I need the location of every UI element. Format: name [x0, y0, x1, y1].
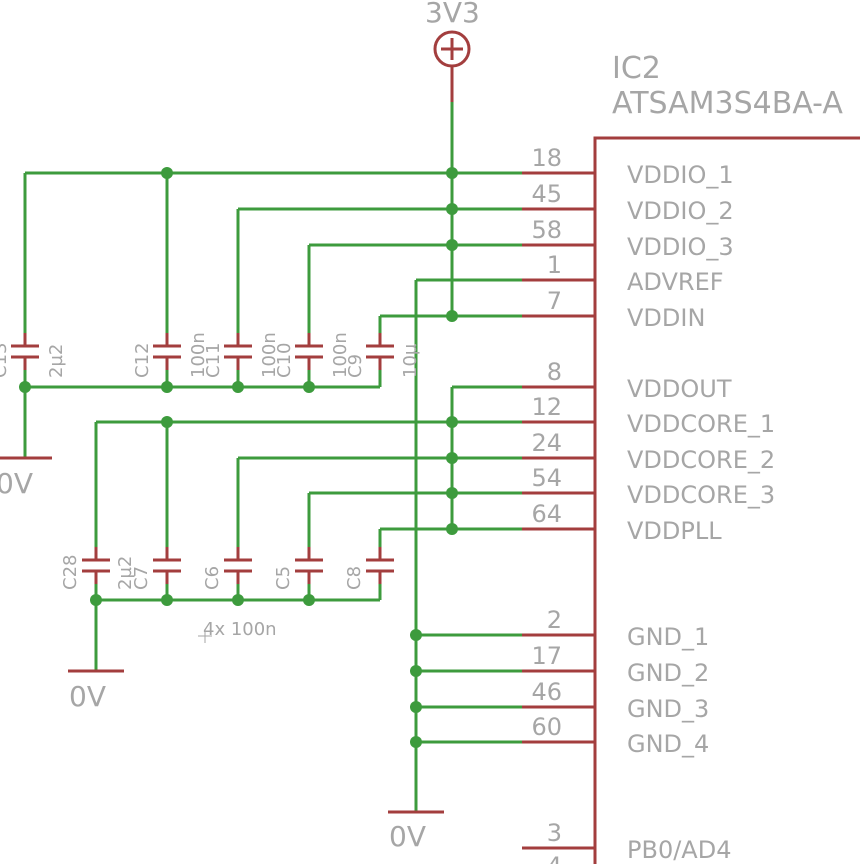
- supply-3v3-symbol: [433, 30, 471, 102]
- pin-name: GND_1: [627, 623, 709, 651]
- capacitor-value-label: 2µ2: [115, 556, 136, 590]
- pin-number: 12: [531, 393, 562, 421]
- ground-label-top: 0V: [0, 467, 33, 500]
- capacitor-ref-label: C10: [274, 343, 295, 378]
- pin-number: 7: [547, 287, 562, 315]
- capacitor-value-label: 100n: [330, 332, 351, 378]
- capacitor-c9: [366, 333, 394, 370]
- pin-number: 3: [547, 819, 562, 847]
- capacitor-c5: [295, 547, 323, 584]
- pin-name: GND_2: [627, 659, 709, 687]
- capacitor-value-label: 2µ2: [46, 344, 67, 378]
- capacitor-c10: [295, 333, 323, 370]
- capacitor-ref-label: C9: [345, 354, 366, 378]
- pin-name: VDDIO_3: [627, 233, 734, 261]
- ground-label-bottom: 0V: [389, 820, 426, 853]
- capacitor-ref-label: C8: [344, 566, 365, 590]
- capacitor-group-note: 4x 100n: [203, 619, 277, 640]
- pin-name: VDDIO_1: [627, 161, 734, 189]
- pin-number: 60: [531, 713, 562, 741]
- capacitor-c13: [11, 333, 39, 370]
- capacitor-c6: [224, 547, 252, 584]
- pin-number: 8: [547, 358, 562, 386]
- pin-number: 17: [531, 642, 562, 670]
- capacitor-ref-label: C7: [131, 566, 152, 590]
- ground-label-mid: 0V: [69, 680, 106, 713]
- pin-name: VDDCORE_3: [627, 481, 775, 509]
- capacitor-ref-label: C11: [203, 343, 224, 378]
- capacitor-ref-label: C5: [273, 566, 294, 590]
- supply-3v3-label: 3V3: [425, 0, 480, 29]
- ic-body-outline: [593, 136, 860, 864]
- capacitor-ref-label: C13: [0, 343, 11, 378]
- junction-dots: [19, 167, 458, 748]
- pin-number: 58: [531, 216, 562, 244]
- pin-number: 46: [531, 678, 562, 706]
- capacitor-c11: [224, 333, 252, 370]
- pin-number: 18: [531, 144, 562, 172]
- pin-number: 1: [547, 251, 562, 279]
- capacitor-c28: [82, 547, 110, 584]
- capacitor-value-label: 10µ: [400, 343, 421, 378]
- capacitor-c8: [366, 547, 394, 584]
- pin-name: PB0/AD4: [627, 836, 731, 864]
- pin-number: 24: [531, 429, 562, 457]
- pin-name: VDDIO_2: [627, 197, 734, 225]
- ic-pin-names: VDDIO_1 VDDIO_2 VDDIO_3 ADVREF VDDIN VDD…: [627, 161, 775, 864]
- pin-number: 54: [531, 464, 562, 492]
- pin-number: 4: [547, 852, 562, 864]
- capacitor-ref-label: C12: [132, 343, 153, 378]
- pin-name: GND_4: [627, 730, 709, 758]
- capacitor-ref-label: C28: [60, 555, 81, 590]
- capacitor-value-label: 100n: [188, 332, 209, 378]
- pin-name: VDDPLL: [627, 517, 722, 545]
- capacitor-c12: [153, 333, 181, 370]
- capacitor-value-label: 100n: [259, 332, 280, 378]
- pin-name: VDDCORE_2: [627, 446, 775, 474]
- pin-name: ADVREF: [627, 268, 724, 296]
- pin-number: 2: [547, 606, 562, 634]
- ic-reference: IC2: [612, 51, 661, 86]
- pin-number: 64: [531, 500, 562, 528]
- pin-number: 45: [531, 180, 562, 208]
- pin-name: VDDIN: [627, 304, 705, 332]
- ic-pin-numbers: 18 45 58 1 7 8 12 24 54 64 2 17 46 60 3 …: [531, 144, 562, 864]
- ic-value: ATSAM3S4BA-A: [612, 86, 843, 121]
- ic-pin-stubs: [522, 171, 595, 850]
- capacitor-ref-label: C6: [202, 566, 223, 590]
- pin-name: VDDCORE_1: [627, 410, 775, 438]
- capacitor-c7: [153, 547, 181, 584]
- pin-name: GND_3: [627, 695, 709, 723]
- pin-name: VDDOUT: [627, 375, 732, 403]
